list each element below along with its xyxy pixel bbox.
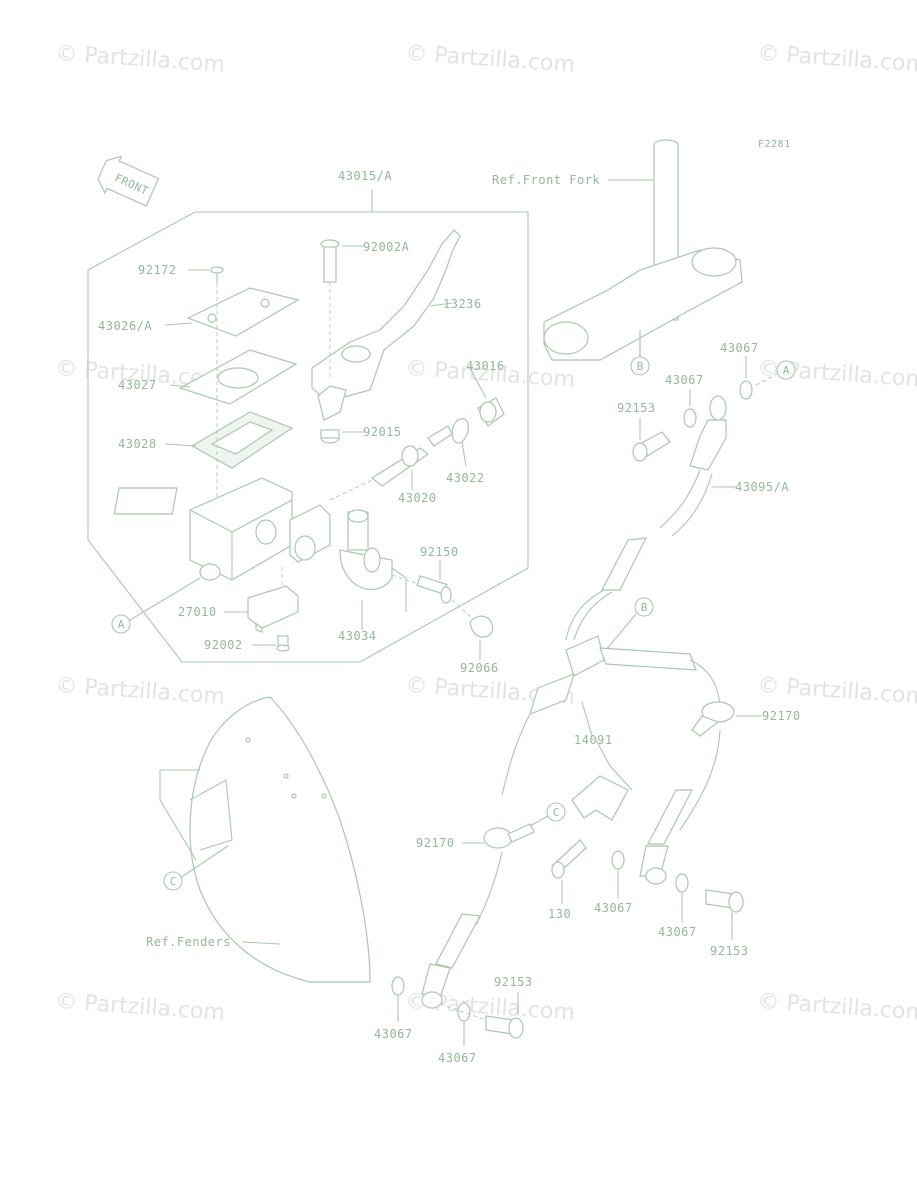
banjo-92170 bbox=[691, 701, 735, 737]
watermark: © Partzilla.com bbox=[757, 989, 917, 1026]
watermarks: © Partzilla.com © Partzilla.com © Partzi… bbox=[55, 41, 917, 1026]
label-43022: 43022 bbox=[446, 471, 485, 485]
bracket-14091 bbox=[571, 775, 629, 821]
watermark: © Partzilla.com bbox=[757, 673, 917, 710]
label-43027: 43027 bbox=[118, 378, 157, 392]
label-92170-a: 92170 bbox=[762, 709, 801, 723]
label-92002A: 92002A bbox=[363, 240, 410, 254]
washer-43067 bbox=[457, 1002, 471, 1022]
nut-92015 bbox=[320, 429, 340, 444]
label-ref-front-fork: Ref.Front Fork bbox=[492, 173, 600, 187]
master-cylinder-group-outline bbox=[87, 211, 529, 663]
callout-c: C bbox=[170, 875, 177, 888]
washer-43067 bbox=[683, 408, 697, 428]
callout-a-circle bbox=[776, 360, 796, 380]
piston-assembly bbox=[370, 425, 453, 487]
label-43067-a: 43067 bbox=[720, 341, 759, 355]
label-130: 130 bbox=[548, 907, 571, 921]
screw-92002 bbox=[276, 635, 290, 652]
label-92150: 92150 bbox=[420, 545, 459, 559]
front-fender bbox=[159, 696, 371, 983]
label-92015: 92015 bbox=[363, 425, 402, 439]
master-cylinder-body bbox=[113, 477, 331, 581]
bolt-92150 bbox=[416, 575, 452, 604]
bolt-130 bbox=[551, 839, 587, 879]
handlebar-clamp bbox=[339, 509, 393, 591]
boot-43016 bbox=[477, 397, 505, 427]
label-92066: 92066 bbox=[460, 661, 499, 675]
banjo-bolt-92153 bbox=[485, 1015, 524, 1039]
lower-left-hose bbox=[421, 851, 503, 1009]
washer-43067 bbox=[675, 873, 689, 893]
circlip bbox=[451, 418, 469, 444]
label-43026A: 43026/A bbox=[98, 319, 152, 333]
banjo-bolt-92153 bbox=[705, 889, 744, 913]
watermark: © Partzilla.com bbox=[405, 41, 576, 78]
washer-43067 bbox=[391, 976, 405, 996]
lower-right-hose bbox=[639, 729, 721, 885]
label-43067-f: 43067 bbox=[438, 1051, 477, 1065]
label-92153-b: 92153 bbox=[710, 944, 749, 958]
washer-43067 bbox=[739, 380, 753, 400]
label-92153-c: 92153 bbox=[494, 975, 533, 989]
label-92002: 92002 bbox=[204, 638, 243, 652]
callout-a-circle bbox=[111, 614, 131, 634]
label-92153-a: 92153 bbox=[617, 401, 656, 415]
screw-92172 bbox=[210, 266, 224, 283]
brake-hose-joint bbox=[501, 635, 721, 796]
brake-switch bbox=[247, 585, 299, 633]
label-92170-b: 92170 bbox=[416, 836, 455, 850]
watermark: © Partzilla.com bbox=[55, 673, 226, 710]
label-43020: 43020 bbox=[398, 491, 437, 505]
watermark: © Partzilla.com bbox=[757, 41, 917, 78]
banjo-92170 bbox=[483, 823, 535, 849]
label-14091: 14091 bbox=[574, 733, 613, 747]
callout-b-circle bbox=[634, 597, 654, 617]
callout-b: B bbox=[641, 601, 648, 614]
label-92172: 92172 bbox=[138, 263, 177, 277]
label-43028: 43028 bbox=[118, 437, 157, 451]
callout-a: A bbox=[783, 364, 790, 377]
pivot-bolt-92002A bbox=[320, 239, 340, 283]
label-43067-e: 43067 bbox=[374, 1027, 413, 1041]
reservoir-cap bbox=[186, 287, 300, 337]
label-43067-d: 43067 bbox=[658, 925, 697, 939]
label-13236: 13236 bbox=[443, 297, 482, 311]
banjo-bolt-92153 bbox=[632, 431, 671, 462]
figure-code: F2281 bbox=[758, 139, 791, 150]
label-43015A: 43015/A bbox=[338, 169, 392, 183]
label-43034: 43034 bbox=[338, 629, 377, 643]
callout-a: A bbox=[118, 618, 125, 631]
label-43016: 43016 bbox=[466, 359, 505, 373]
label-ref-fenders: Ref.Fenders bbox=[146, 935, 231, 949]
watermark: © Partzilla.com bbox=[55, 989, 226, 1026]
upper-brake-hose bbox=[565, 395, 727, 641]
callout-c-circle bbox=[546, 802, 566, 822]
front-fork-stem bbox=[543, 139, 743, 361]
cap-92066 bbox=[469, 615, 494, 638]
label-43067-c: 43067 bbox=[594, 901, 633, 915]
washer-43067 bbox=[611, 850, 625, 870]
watermark: © Partzilla.com bbox=[55, 41, 226, 78]
label-43095A: 43095/A bbox=[735, 480, 789, 494]
callout-b-circle bbox=[630, 356, 650, 376]
front-arrow-icon: FRONT bbox=[97, 155, 160, 207]
callout-b: B bbox=[637, 360, 644, 373]
label-27010: 27010 bbox=[178, 605, 217, 619]
callout-c-circle bbox=[163, 871, 183, 891]
label-43067-b: 43067 bbox=[665, 373, 704, 387]
callout-c: C bbox=[553, 806, 560, 819]
